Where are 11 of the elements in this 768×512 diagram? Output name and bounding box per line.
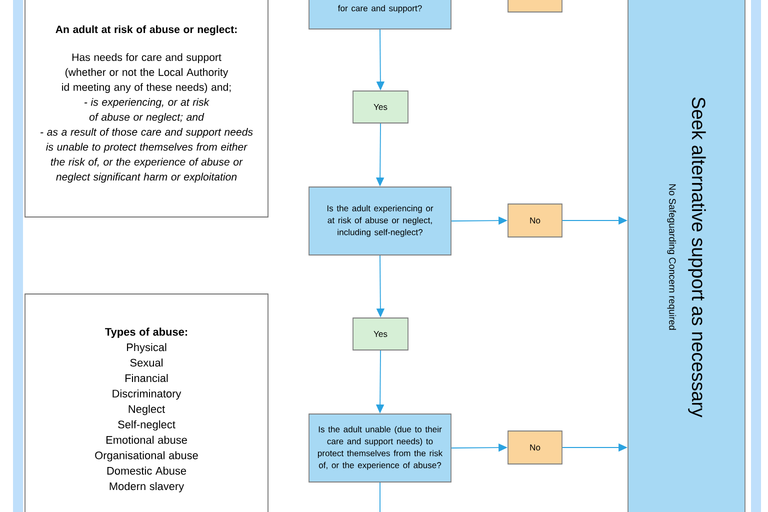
no-box: No: [508, 204, 562, 238]
outcome-panel: Seek alternative support as necessary No Safeguarding Concern required: [628, 0, 746, 512]
no-box: [508, 0, 562, 12]
no-box: No: [508, 430, 562, 464]
info-box: Types of abuse: Physical Sexual Financial Discriminatory Neglect Self-neglect Emotional abuse Organisational abuse Domestic Abuse Modern slavery: [24, 294, 268, 512]
yes-box: Yes: [352, 90, 408, 124]
question-box: Is the adult unable (due to their care and support needs) to protect themselves from the risk of, or the experience of abuse?: [308, 414, 452, 482]
question-box: Is the adult experiencing or at risk of abuse or neglect, including self-neglect?: [308, 186, 452, 256]
question-box: for care and support?: [308, 0, 452, 30]
info-box: An adult at risk of abuse or neglect: Has needs for care and support (whether or not the Local Authority id meeting any of these needs) and; - is experiencing, or at risk of abuse or neglect; and - as a result of those care and support needs is unable to protect themselves from either the risk of, or the experience of abuse or neglect significant harm or exploitation: [24, 0, 268, 218]
yes-box: Yes: [352, 318, 408, 350]
